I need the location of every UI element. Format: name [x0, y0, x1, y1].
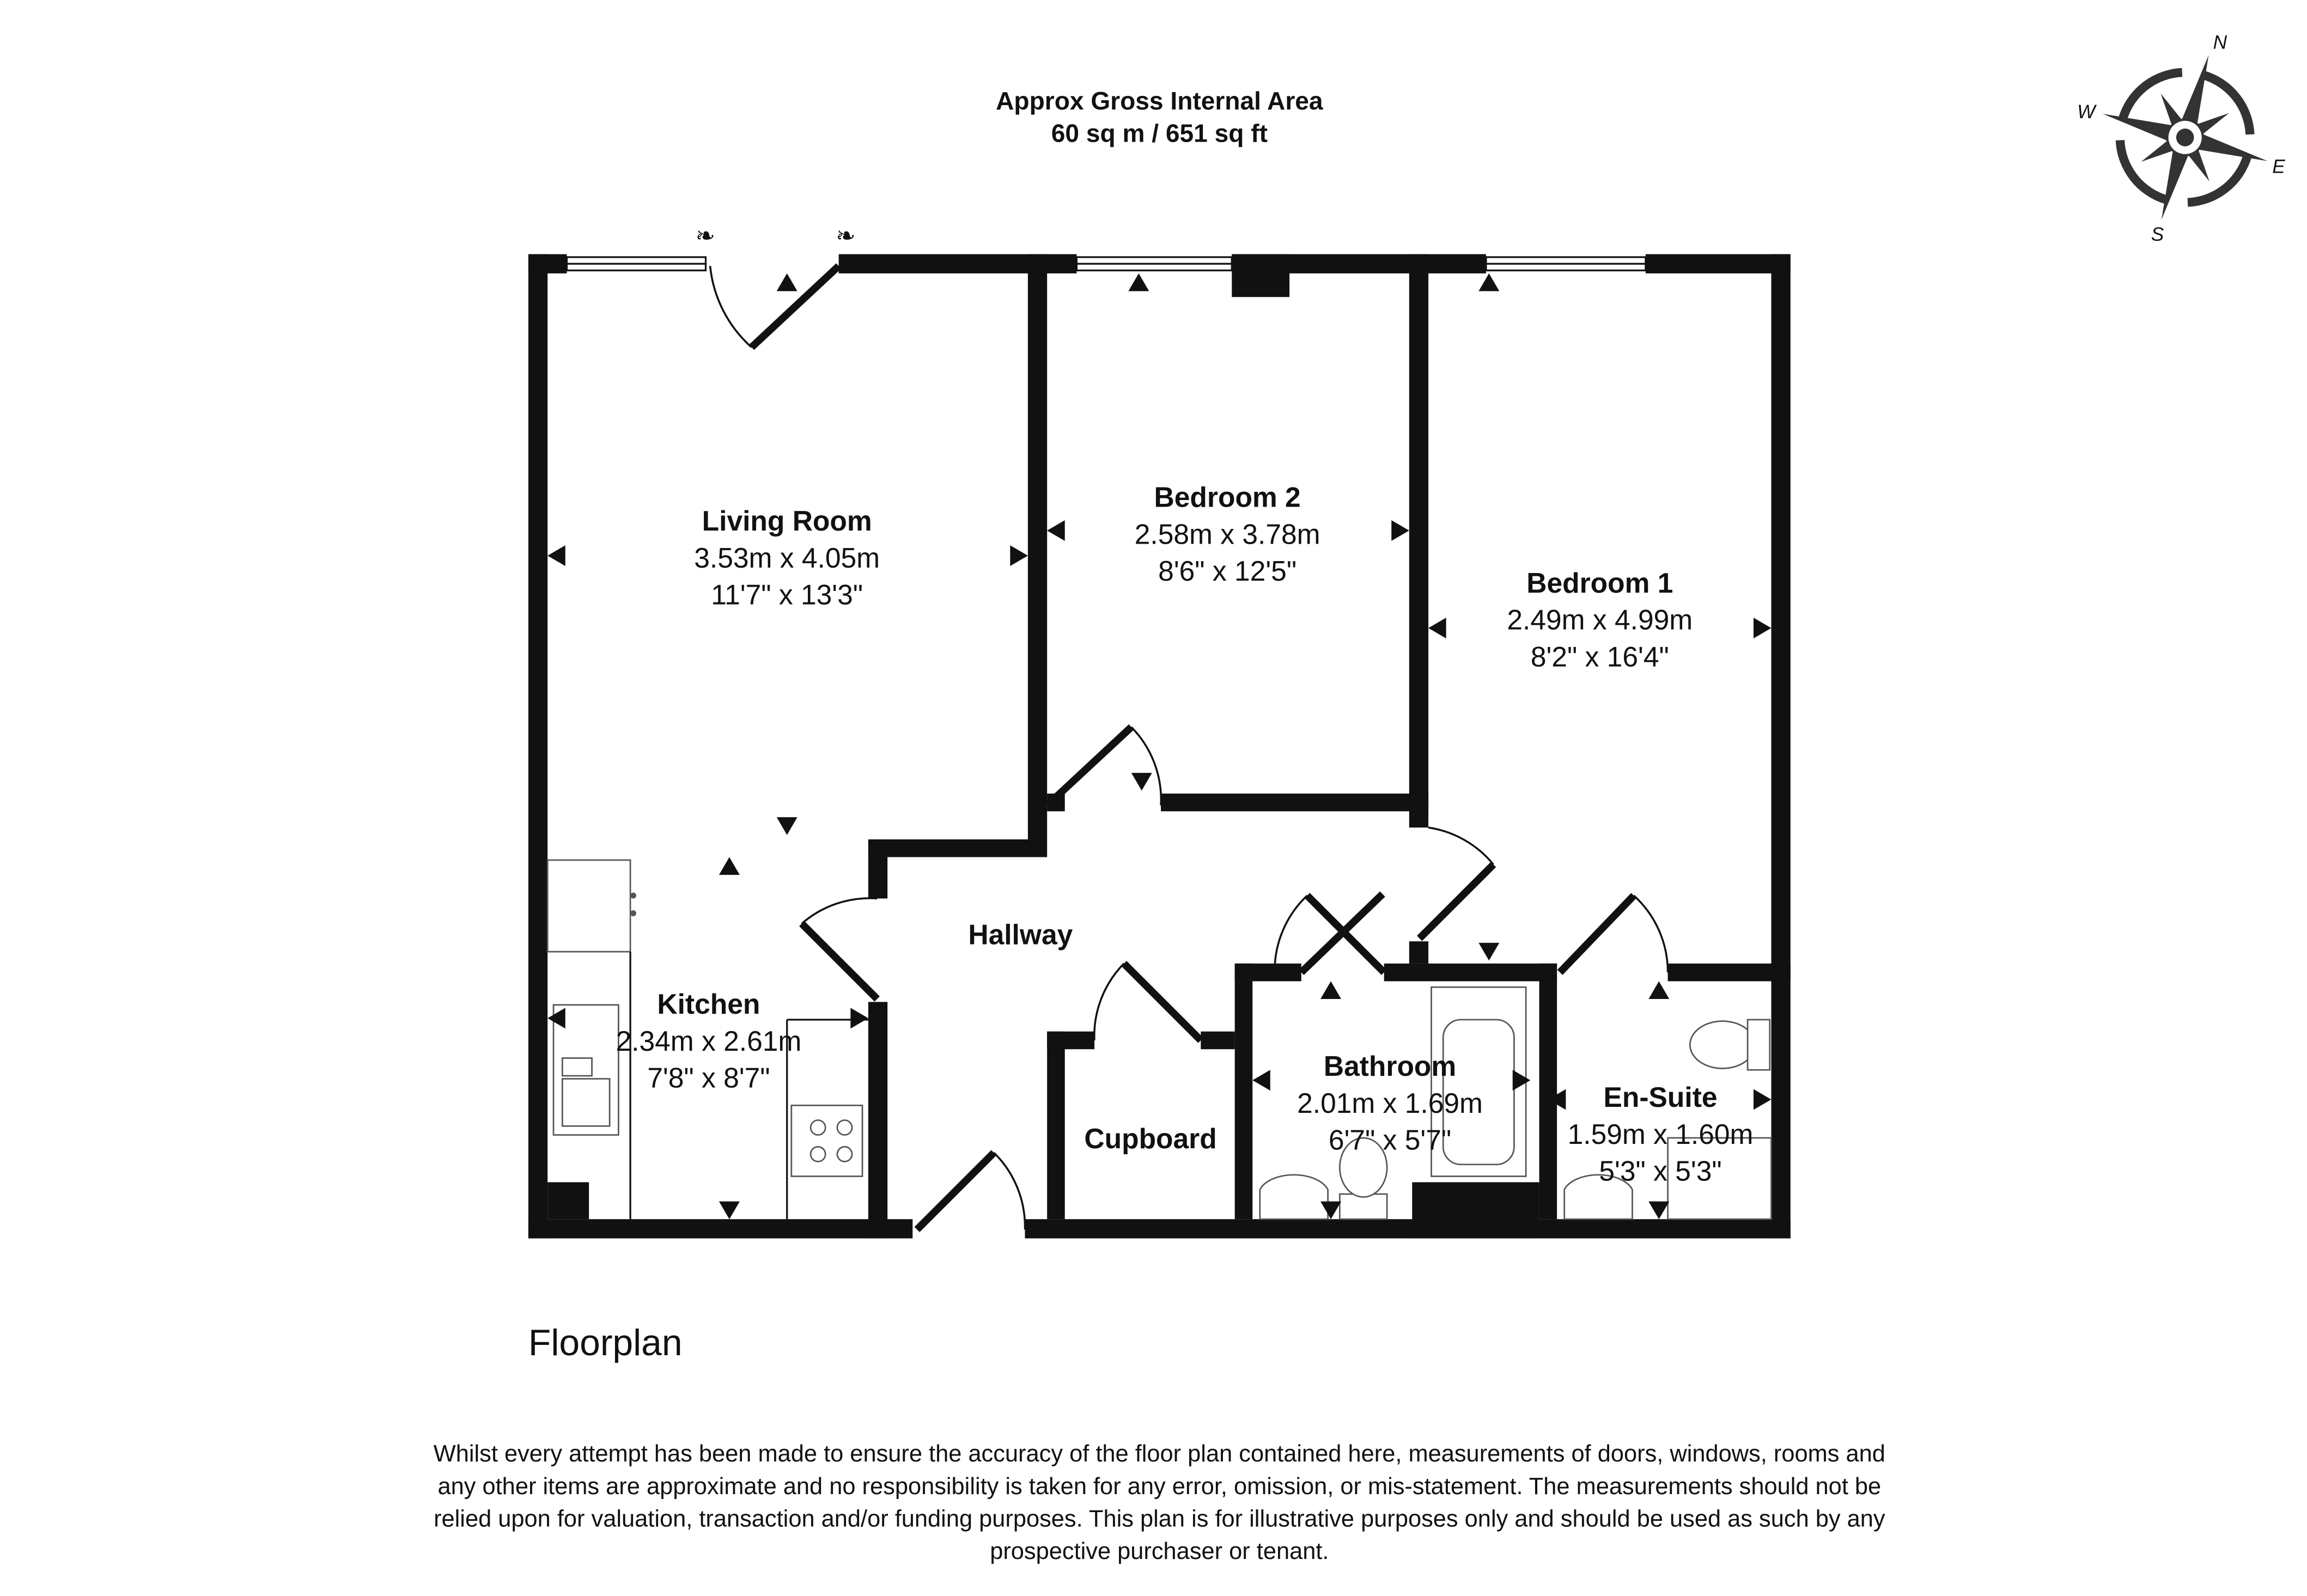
disclaimer: Whilst every attempt has been made to en… — [434, 1441, 1885, 1564]
room-kitchen: Kitchen 2.34m x 2.61m 7'8" x 8'7" — [616, 988, 801, 1094]
area-title: Approx Gross Internal Area — [996, 87, 1323, 115]
svg-text:Living Room: Living Room — [702, 505, 872, 537]
compass-icon — [2102, 55, 2268, 220]
bathroom-fixtures — [1259, 986, 1772, 1220]
svg-text:Bedroom 2: Bedroom 2 — [1154, 482, 1301, 513]
svg-text:En-Suite: En-Suite — [1604, 1081, 1718, 1113]
svg-text:2.58m x 3.78m: 2.58m x 3.78m — [1135, 518, 1320, 550]
svg-text:5'3" x 5'3": 5'3" x 5'3" — [1599, 1155, 1721, 1187]
svg-text:3.53m x 4.05m: 3.53m x 4.05m — [694, 542, 880, 574]
svg-text:11'7" x 13'3": 11'7" x 13'3" — [711, 579, 863, 611]
room-bathroom: Bathroom 2.01m x 1.69m 6'7" x 5'7" — [1297, 1050, 1483, 1156]
compass-east: E — [2272, 156, 2285, 177]
svg-text:2.34m x 2.61m: 2.34m x 2.61m — [616, 1025, 801, 1057]
svg-text:6'7" x 5'7": 6'7" x 5'7" — [1329, 1124, 1451, 1156]
walls — [528, 254, 1791, 1239]
svg-text:8'6" x 12'5": 8'6" x 12'5" — [1158, 555, 1296, 587]
room-bedroom-2: Bedroom 2 2.58m x 3.78m 8'6" x 12'5" — [1135, 482, 1320, 587]
svg-text:Kitchen: Kitchen — [657, 988, 760, 1020]
svg-text:prospective purchaser or tenan: prospective purchaser or tenant. — [990, 1538, 1329, 1564]
svg-text:any other items are approximat: any other items are approximate and no r… — [437, 1473, 1881, 1500]
svg-text:1.59m x 1.60m: 1.59m x 1.60m — [1568, 1118, 1754, 1150]
room-hallway: Hallway — [968, 919, 1073, 951]
svg-text:Bedroom 1: Bedroom 1 — [1526, 567, 1673, 599]
svg-text:8'2" x 16'4": 8'2" x 16'4" — [1531, 641, 1669, 673]
windows — [565, 256, 1647, 272]
svg-text:Bathroom: Bathroom — [1324, 1050, 1456, 1082]
svg-text:relied upon for valuation, tra: relied upon for valuation, transaction a… — [434, 1506, 1885, 1532]
compass-north: N — [2213, 32, 2227, 53]
svg-text:❧: ❧ — [695, 223, 715, 249]
svg-text:Whilst every attempt has been: Whilst every attempt has been made to en… — [434, 1441, 1885, 1467]
compass-south: S — [2151, 224, 2164, 245]
svg-text:2.01m x 1.69m: 2.01m x 1.69m — [1297, 1087, 1483, 1119]
compass-west: W — [2077, 101, 2097, 123]
room-living-room: Living Room 3.53m x 4.05m 11'7" x 13'3" — [694, 505, 880, 611]
doors: ❧❧ — [695, 223, 1669, 1232]
svg-text:7'8" x 8'7": 7'8" x 8'7" — [647, 1062, 770, 1094]
svg-text:❧: ❧ — [836, 223, 855, 249]
area-value: 60 sq m / 651 sq ft — [1051, 119, 1268, 147]
room-bedroom-1: Bedroom 1 2.49m x 4.99m 8'2" x 16'4" — [1507, 567, 1693, 673]
dimension-arrows — [547, 273, 1772, 1220]
room-en-suite: En-Suite 1.59m x 1.60m 5'3" x 5'3" — [1568, 1081, 1754, 1187]
room-cupboard: Cupboard — [1084, 1123, 1216, 1154]
svg-text:2.49m x 4.99m: 2.49m x 4.99m — [1507, 604, 1693, 636]
floor-label: Floorplan — [528, 1323, 683, 1363]
